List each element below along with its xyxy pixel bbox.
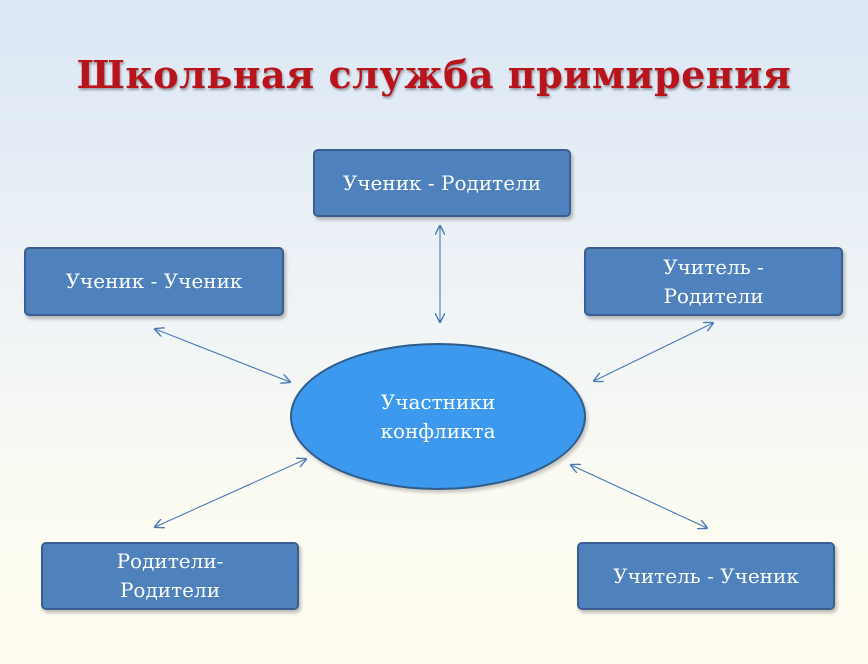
diagram-title: Школьная служба примирения [76,52,792,97]
node-teacher-parents: Учитель - Родители [584,247,843,316]
node-teacher-student-label: Учитель - Ученик [613,563,799,588]
node-parents-parents: Родители- Родители [41,542,299,610]
node-student-student: Ученик - Ученик [24,247,284,316]
center-node-conflict-participants: Участники конфликта [290,343,586,490]
node-student-parents: Ученик - Родители [313,149,571,217]
center-node-label: Участники конфликта [380,389,496,443]
node-teacher-student: Учитель - Ученик [577,542,835,610]
arrow-center-bottom-left [155,459,306,527]
arrow-center-right [594,323,713,381]
node-teacher-parents-label: Учитель - Родители [663,254,764,308]
node-student-parents-label: Ученик - Родители [342,170,542,195]
arrow-center-left [155,329,290,382]
node-parents-parents-label: Родители- Родители [116,549,224,602]
node-student-student-label: Ученик - Ученик [65,269,243,293]
arrow-center-bottom-right [571,465,707,528]
